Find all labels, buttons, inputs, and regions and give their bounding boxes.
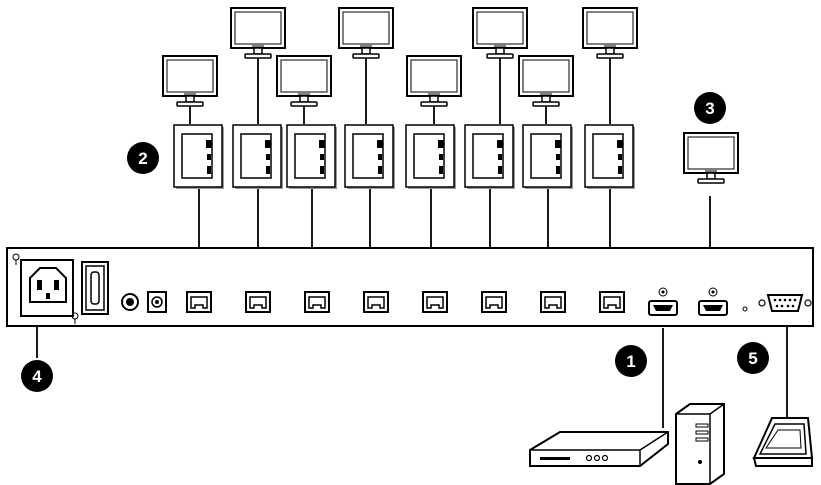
receiver-icon <box>344 124 396 190</box>
rear-panel <box>6 247 814 327</box>
callout-4-label: 4 <box>32 367 42 386</box>
callout-5-label: 5 <box>748 349 757 368</box>
receiver-icon <box>522 124 574 190</box>
callout-4: 4 <box>21 360 53 392</box>
receiver-icon <box>232 124 284 190</box>
serial-port-icon <box>758 294 812 312</box>
power-switch-icon <box>81 261 109 315</box>
dc-jack-icon <box>147 291 167 313</box>
callout-2-label: 2 <box>138 149 147 168</box>
callout-1-label: 1 <box>626 352 635 371</box>
callouts: 1 2 3 4 5 <box>21 92 769 392</box>
cables <box>36 186 788 428</box>
receiver-icon <box>584 124 636 190</box>
receivers <box>173 124 636 190</box>
rj45-port-icon <box>481 291 507 313</box>
callout-1: 1 <box>615 345 647 377</box>
monitor-icon <box>406 55 462 107</box>
led-dot <box>742 306 748 312</box>
monitor-icon <box>230 7 286 59</box>
monitor-icon <box>683 132 739 184</box>
monitor-icon <box>338 7 394 59</box>
media-player-icon <box>529 431 669 467</box>
receiver-icon <box>286 124 338 190</box>
callout-3: 3 <box>694 92 726 124</box>
monitor-icon <box>582 7 638 59</box>
rj45-port-icon <box>422 291 448 313</box>
rj45-port-icon <box>186 291 212 313</box>
monitor-icon <box>518 55 574 107</box>
callout-5: 5 <box>737 342 769 374</box>
rj45-port-icon <box>245 291 271 313</box>
monitor-icon <box>162 55 218 107</box>
receiver-icon <box>173 124 225 190</box>
callout-3-label: 3 <box>705 99 714 118</box>
rj45-port-icon <box>363 291 389 313</box>
ground-screw-icon <box>71 312 79 324</box>
receiver-icon <box>464 124 516 190</box>
rj45-port-icon <box>599 291 625 313</box>
tower-computer-icon <box>675 403 725 485</box>
monitor-cables <box>189 58 611 124</box>
rj45-port-icon <box>540 291 566 313</box>
receiver-icon <box>405 124 457 190</box>
rj45-port-icon <box>304 291 330 313</box>
grounding-symbol-icon <box>12 253 20 265</box>
ground-screw-icon <box>121 293 139 311</box>
monitor-icon <box>472 7 528 59</box>
monitor-icon <box>276 55 332 107</box>
touch-panel-icon <box>752 417 814 467</box>
callout-2: 2 <box>127 142 159 174</box>
power-socket-icon <box>20 259 74 317</box>
